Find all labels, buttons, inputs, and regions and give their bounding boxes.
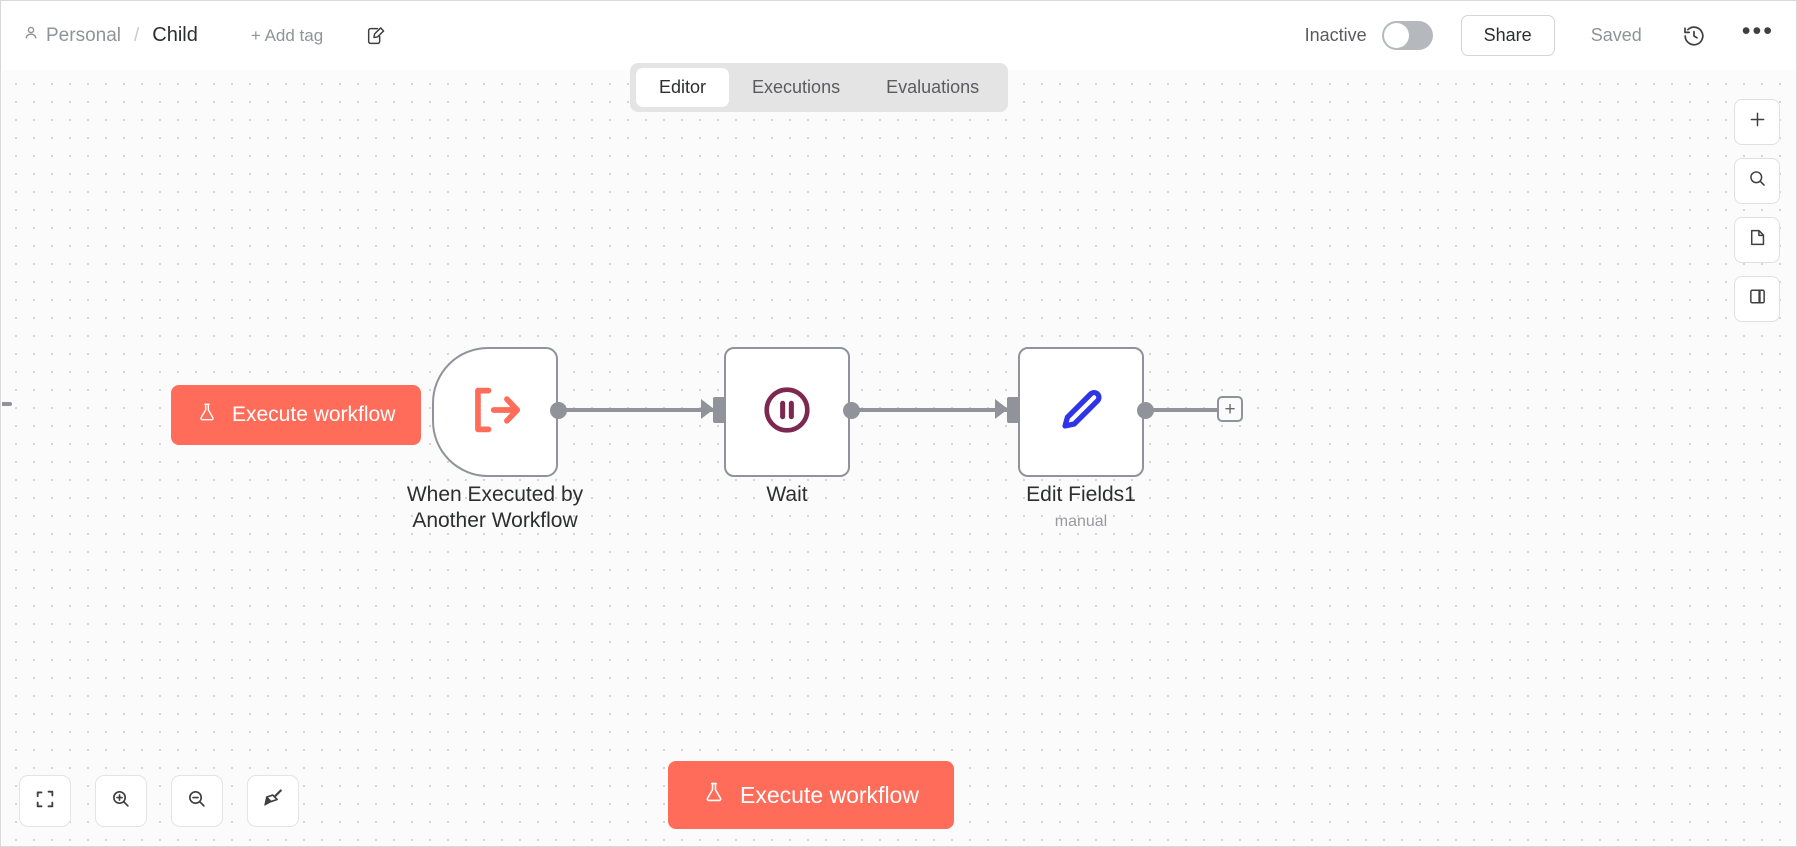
app-header: Personal / Child + Add tag Inactive Shar… — [1, 1, 1796, 70]
output-port-trigger[interactable] — [550, 402, 567, 419]
workflow-tabs: Editor Executions Evaluations — [630, 63, 1009, 112]
breadcrumb-separator: / — [134, 24, 140, 46]
add-sticky-note-button[interactable] — [1734, 217, 1780, 263]
broom-icon — [262, 787, 285, 815]
node-edit-fields1[interactable] — [1018, 347, 1144, 477]
node-subtitle-edit-fields: manual — [1054, 513, 1108, 531]
input-port-wait[interactable] — [713, 397, 725, 423]
execute-arrow-icon — [464, 379, 526, 446]
input-arrow-wait — [701, 399, 714, 419]
input-arrow-edit-fields — [995, 399, 1008, 419]
workflow-canvas[interactable]: + When Executed by Another Workflow Wait… — [2, 69, 1795, 845]
edit-note-icon[interactable] — [365, 25, 387, 47]
node-label-edit-fields-text: Edit Fields1 — [1026, 483, 1136, 506]
workflow-name[interactable]: Child — [152, 24, 198, 46]
sticky-note-icon — [1747, 227, 1768, 253]
node-label-wait-text: Wait — [766, 483, 808, 506]
connection-wait-to-edit — [850, 408, 1010, 412]
tab-evaluations[interactable]: Evaluations — [886, 77, 980, 97]
connection-edit-to-add — [1144, 408, 1217, 412]
flask-icon — [703, 780, 725, 810]
execute-workflow-node-button[interactable]: Execute workflow — [171, 385, 422, 445]
node-wait[interactable] — [724, 347, 850, 477]
canvas-edge-stub — [2, 402, 12, 406]
node-when-executed-by-another-workflow[interactable] — [432, 347, 558, 477]
ellipsis-icon[interactable]: ••• — [1741, 17, 1774, 45]
add-tag-button[interactable]: + Add tag — [250, 25, 324, 45]
output-port-edit-fields[interactable] — [1137, 402, 1154, 419]
pencil-icon — [1052, 381, 1110, 444]
connection-trigger-to-wait — [557, 408, 717, 412]
output-port-wait[interactable] — [843, 402, 860, 419]
search-nodes-button[interactable] — [1734, 158, 1780, 204]
plus-icon — [1747, 109, 1768, 135]
toggle-knob — [1383, 23, 1409, 48]
flask-icon — [197, 401, 217, 429]
node-label-trigger: When Executed by Another Workflow — [365, 482, 625, 535]
panel-layout-icon — [1747, 286, 1768, 312]
tidy-up-button[interactable] — [247, 775, 299, 827]
execute-workflow-label: Execute workflow — [740, 781, 919, 808]
node-label-trigger-line1: When Executed by — [406, 483, 584, 506]
node-label-wait: Wait — [657, 482, 917, 508]
input-port-edit-fields[interactable] — [1007, 397, 1019, 423]
add-node-connector-button[interactable]: + — [1217, 396, 1243, 422]
zoom-out-button[interactable] — [171, 775, 223, 827]
toggle-panel-button[interactable] — [1734, 276, 1780, 322]
canvas-right-toolbar — [1734, 99, 1780, 322]
execute-workflow-button[interactable]: Execute workflow — [668, 761, 954, 829]
execute-workflow-node-label: Execute workflow — [232, 403, 396, 426]
breadcrumb-workspace[interactable]: Personal — [23, 25, 121, 47]
breadcrumb: Personal / Child — [23, 24, 198, 47]
save-status-label: Saved — [1590, 25, 1642, 45]
pause-circle-icon — [758, 381, 816, 444]
fit-to-view-icon — [34, 788, 56, 815]
share-button[interactable]: Share — [1460, 15, 1555, 56]
search-icon — [1747, 168, 1768, 194]
history-clock-icon[interactable] — [1682, 24, 1706, 48]
tab-executions[interactable]: Executions — [752, 77, 841, 97]
activation-toggle[interactable] — [1381, 21, 1433, 50]
zoom-in-button[interactable] — [95, 775, 147, 827]
breadcrumb-workspace-label: Personal — [46, 24, 121, 46]
header-actions: Inactive Share Saved ••• — [1305, 15, 1774, 56]
zoom-to-fit-button[interactable] — [19, 775, 71, 827]
zoom-in-icon — [110, 788, 132, 815]
tab-editor[interactable]: Editor — [636, 68, 730, 107]
node-label-edit-fields: Edit Fields1 manual — [951, 482, 1211, 532]
person-icon — [23, 25, 39, 47]
activation-status-label: Inactive — [1304, 25, 1367, 45]
add-node-button[interactable] — [1734, 99, 1780, 145]
zoom-out-icon — [186, 788, 208, 815]
canvas-zoom-toolbar — [19, 775, 299, 827]
node-label-trigger-line2: Another Workflow — [412, 509, 578, 533]
